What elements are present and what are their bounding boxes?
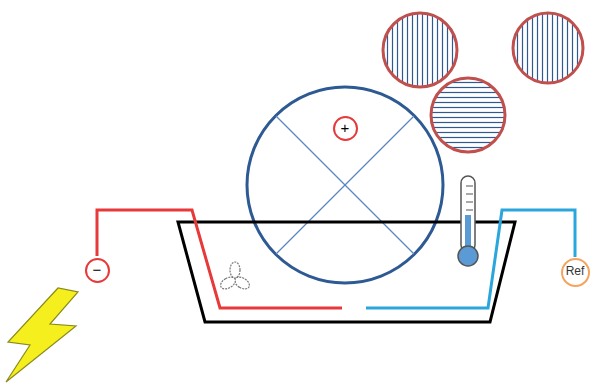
striped-particle — [383, 13, 457, 87]
thermometer — [458, 176, 478, 266]
striped-particle — [431, 78, 505, 152]
drum-electrode — [247, 87, 443, 283]
counter-electrode-wire — [97, 210, 342, 308]
stirrer — [219, 262, 252, 291]
cathode-terminal: − — [85, 258, 110, 283]
anode-terminal: + — [333, 116, 358, 141]
terminal-label: − — [93, 262, 102, 279]
striped-particle — [513, 13, 583, 83]
drum-spoke — [276, 116, 414, 254]
terminal-label: Ref — [566, 265, 585, 278]
drum-spoke — [276, 116, 414, 254]
reference-terminal: Ref — [561, 258, 590, 287]
terminal-label: + — [341, 120, 350, 137]
reference-electrode-wire — [366, 210, 575, 308]
power-bolt — [6, 288, 78, 382]
